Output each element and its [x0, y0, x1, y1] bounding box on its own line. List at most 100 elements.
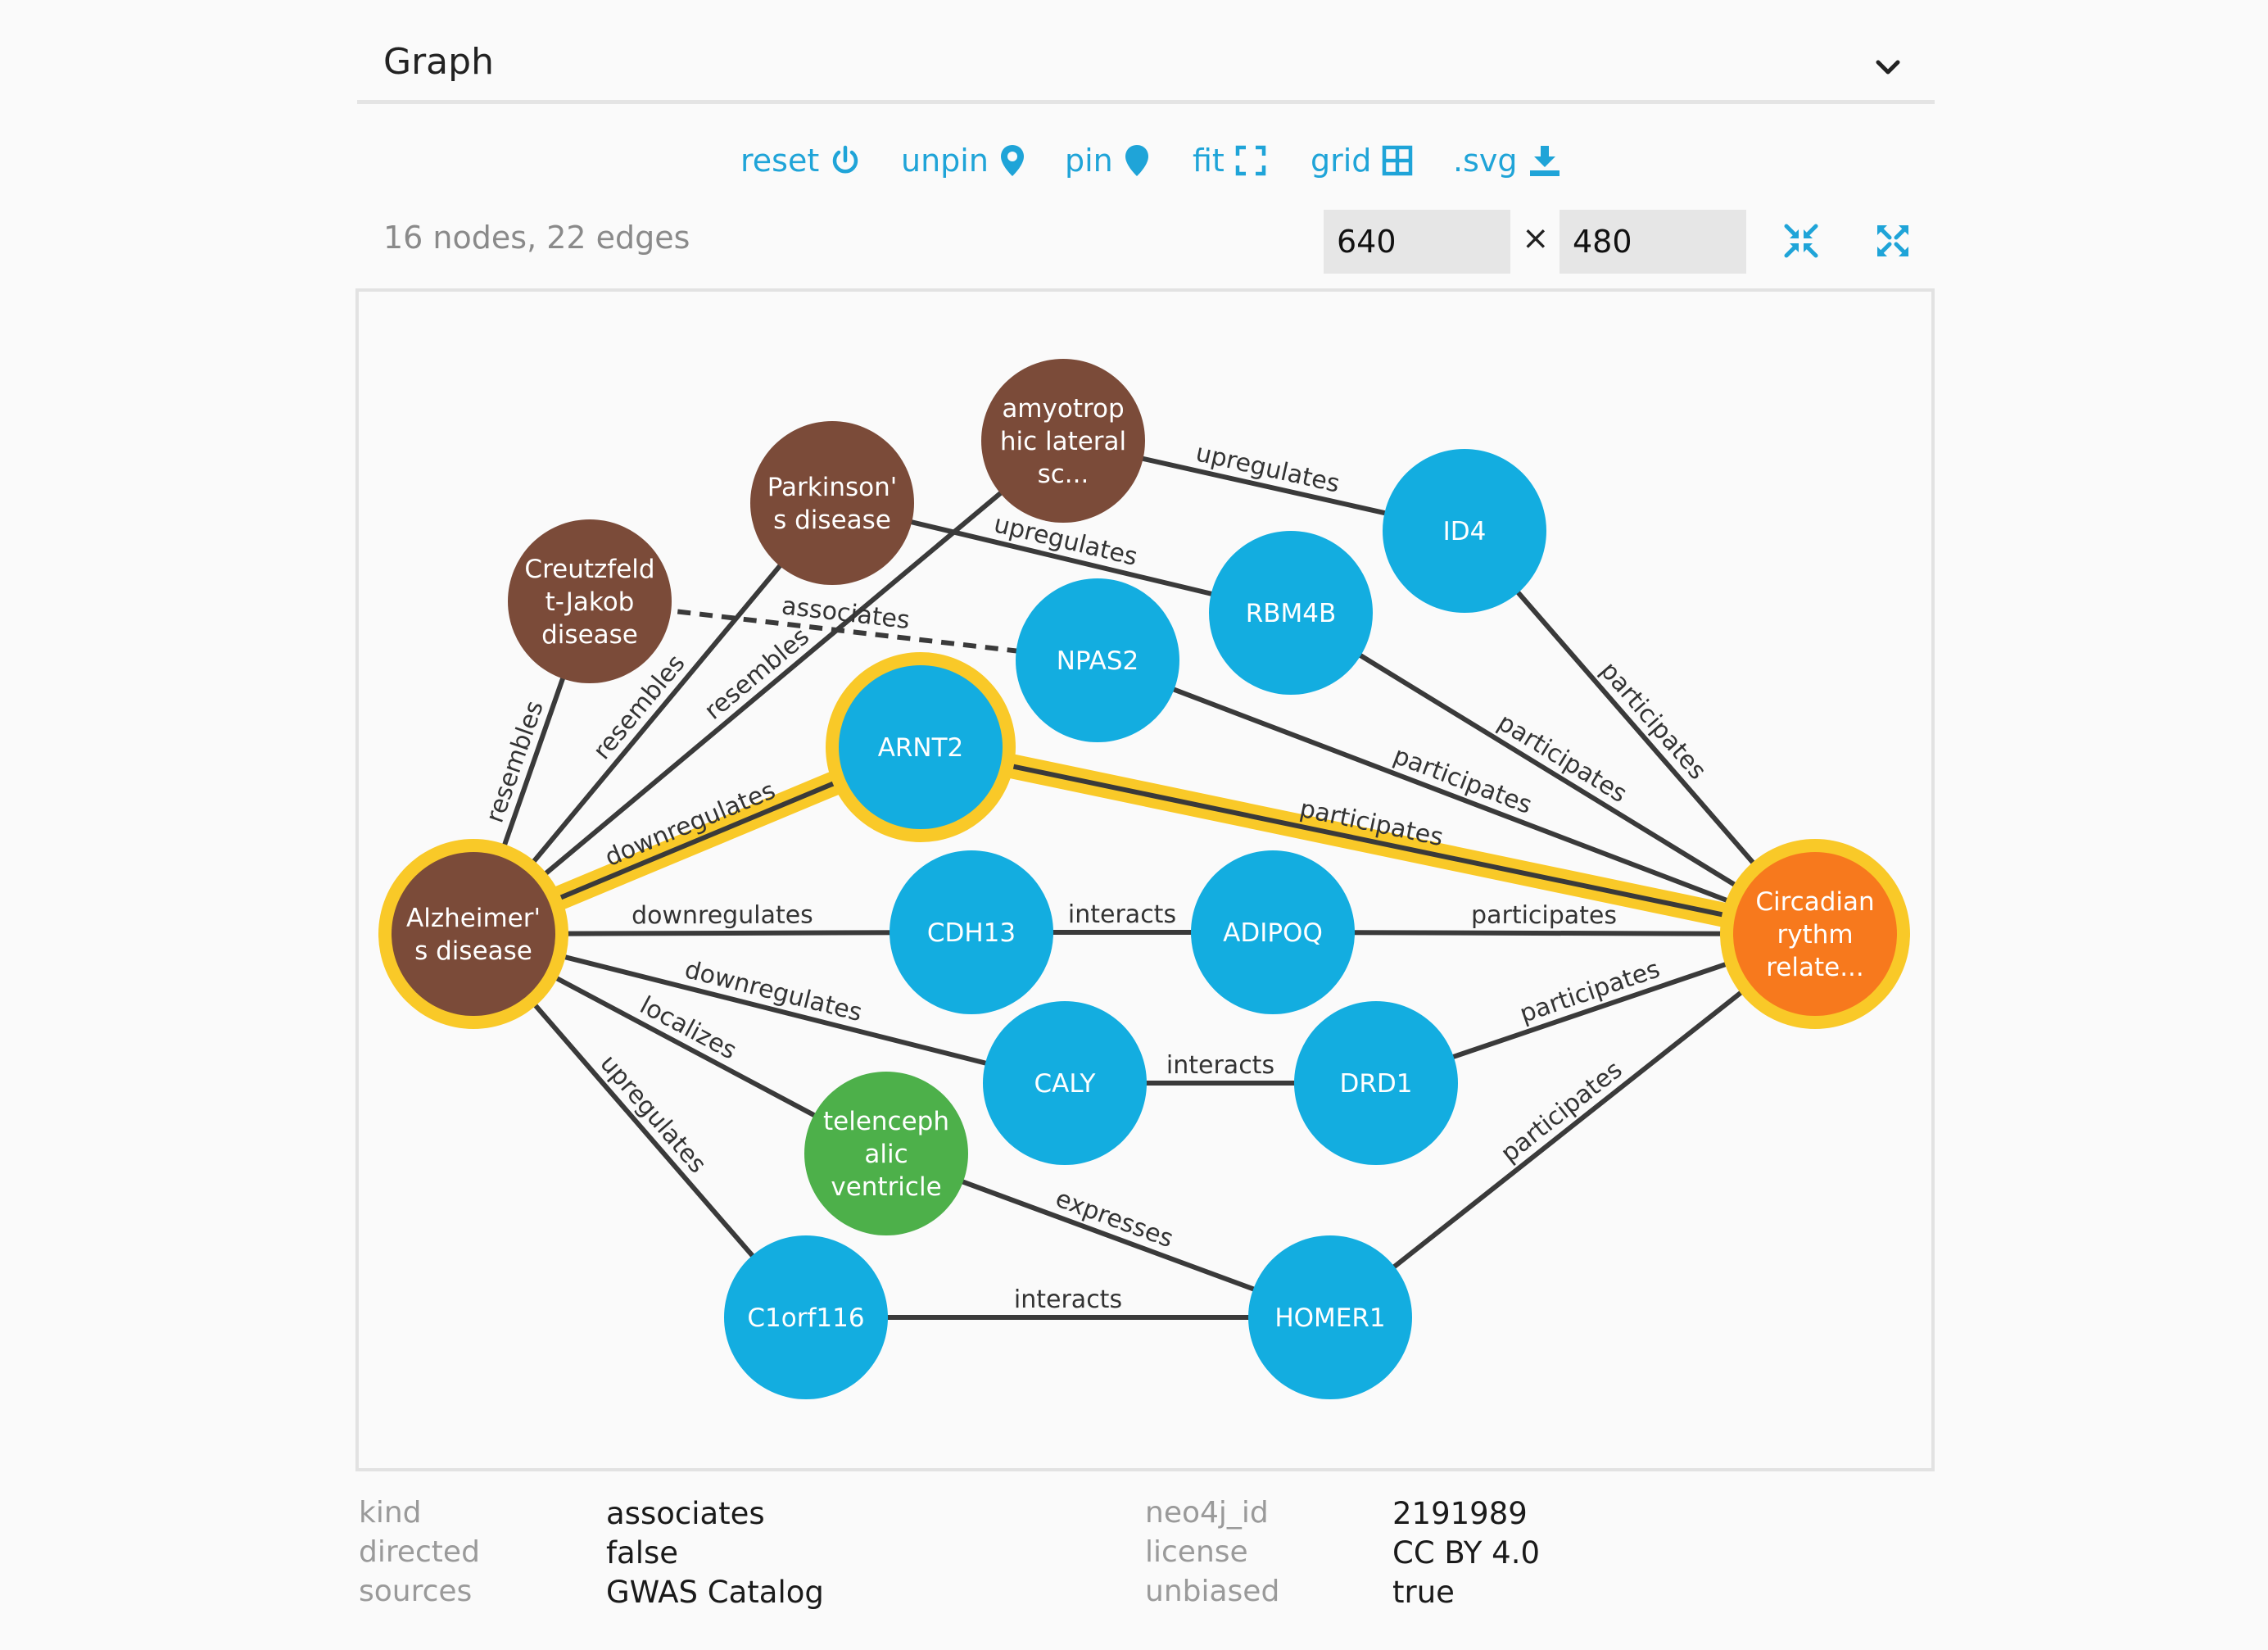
edge-label: participates	[1595, 656, 1712, 785]
node-drd1[interactable]: DRD1	[1294, 1001, 1458, 1165]
power-icon	[833, 145, 858, 174]
node-caly[interactable]: CALY	[983, 1001, 1147, 1165]
graph-stats: 16 nodes, 22 edges	[383, 220, 690, 256]
edge-label: upregulates	[1193, 438, 1342, 498]
edge-arnt2-circ[interactable]	[908, 735, 1827, 946]
section-title: Graph	[383, 41, 494, 83]
node-label: ARNT2	[878, 733, 964, 763]
edge-label: interacts	[1068, 900, 1176, 929]
prop-value-license: CC BY 4.0	[1392, 1535, 1540, 1571]
unpin-label: unpin	[901, 143, 989, 179]
prop-value-unbiased: true	[1392, 1575, 1455, 1610]
prop-value-sources: GWAS Catalog	[606, 1575, 824, 1610]
edge-cjd-npas2[interactable]	[589, 599, 1098, 663]
edge-rbm4b-circ[interactable]	[1289, 610, 1817, 936]
node-label: disease	[541, 620, 638, 650]
download-icon	[1529, 146, 1560, 176]
header-divider	[357, 100, 1935, 104]
node-label: Creutzfeld	[524, 555, 654, 584]
node-cdh13[interactable]: CDH13	[890, 850, 1053, 1014]
node-label: C1orf116	[747, 1303, 864, 1333]
node-label: alic	[864, 1140, 908, 1169]
map-pin-icon	[1125, 145, 1148, 176]
node-label: telenceph	[823, 1107, 949, 1136]
edge-alzheimer-als[interactable]	[472, 438, 1065, 936]
node-arnt2[interactable]: ARNT2	[826, 652, 1016, 842]
prop-value-neo4j-id: 2191989	[1392, 1496, 1528, 1531]
pin-button[interactable]: pin	[1065, 138, 1151, 184]
node-label: RBM4B	[1246, 599, 1337, 628]
node-npas2[interactable]: NPAS2	[1016, 578, 1179, 742]
node-parkinson[interactable]: Parkinson' s disease	[750, 421, 914, 585]
node-label: Circadian	[1755, 887, 1874, 917]
height-input[interactable]	[1560, 210, 1746, 274]
node-label: rythm	[1777, 920, 1853, 950]
times-sign: ×	[1522, 220, 1550, 257]
grid-label: grid	[1311, 143, 1372, 179]
graph-canvas[interactable]: upregulatesupregulatesassociatesresemble…	[355, 288, 1935, 1471]
grid-button[interactable]: grid	[1311, 138, 1414, 184]
node-homer1[interactable]: HOMER1	[1248, 1235, 1412, 1399]
fit-button[interactable]: fit	[1193, 138, 1267, 184]
grid-icon	[1383, 145, 1413, 176]
reset-button[interactable]: reset	[740, 138, 862, 184]
node-label: t-Jakob	[545, 587, 635, 617]
node-label: CALY	[1034, 1069, 1096, 1099]
edge-alzheimer-caly[interactable]	[473, 932, 1066, 1086]
expand-icon[interactable]	[1875, 223, 1911, 259]
node-label: DRD1	[1339, 1069, 1412, 1099]
node-label: sc...	[1038, 460, 1089, 489]
prop-key-directed: directed	[359, 1535, 480, 1569]
node-label: relate...	[1766, 953, 1864, 982]
edge-label: resembles	[699, 622, 815, 725]
export-svg-button[interactable]: .svg	[1453, 138, 1562, 184]
chevron-down-icon[interactable]	[1872, 51, 1904, 84]
edge-homer1-circ[interactable]	[1329, 932, 1817, 1320]
export-svg-label: .svg	[1453, 143, 1518, 179]
map-pin-outline-icon	[1000, 145, 1024, 176]
edge-label: participates	[1471, 901, 1617, 931]
node-label: HOMER1	[1274, 1303, 1385, 1333]
node-label: amyotrop	[1002, 394, 1124, 424]
node-label: ID4	[1443, 517, 1487, 546]
width-input[interactable]	[1324, 210, 1510, 274]
node-als[interactable]: amyotrop hic lateral sc...	[981, 359, 1145, 523]
node-alzheimer[interactable]: Alzheimer' s disease	[378, 839, 568, 1029]
edge-label: upregulates	[594, 1049, 712, 1179]
edge-label: resembles	[481, 697, 550, 827]
node-label: hic lateral	[1000, 427, 1126, 456]
node-id4[interactable]: ID4	[1383, 449, 1546, 613]
prop-value-kind: associates	[606, 1496, 765, 1531]
prop-key-kind: kind	[359, 1496, 422, 1530]
node-label: ADIPOQ	[1223, 918, 1323, 948]
prop-value-directed: false	[606, 1535, 679, 1571]
prop-key-license: license	[1145, 1535, 1248, 1569]
edge-label: interacts	[1014, 1285, 1122, 1314]
node-label: CDH13	[927, 918, 1016, 948]
fit-frame-icon	[1235, 145, 1266, 176]
edge-npas2-circ[interactable]	[1096, 658, 1817, 936]
prop-key-neo4j-id: neo4j_id	[1145, 1496, 1269, 1530]
node-c1orf116[interactable]: C1orf116	[724, 1235, 888, 1399]
node-label: ventricle	[831, 1172, 941, 1202]
prop-key-sources: sources	[359, 1575, 473, 1608]
edge-label: interacts	[1166, 1051, 1274, 1080]
prop-key-unbiased: unbiased	[1145, 1575, 1280, 1608]
node-telen[interactable]: telenceph alic ventricle	[804, 1072, 968, 1235]
edge-label: participates	[1496, 1055, 1627, 1168]
shrink-icon[interactable]	[1783, 223, 1819, 259]
fit-label: fit	[1193, 143, 1225, 179]
node-label: NPAS2	[1057, 646, 1139, 676]
node-label: s disease	[773, 505, 891, 535]
node-rbm4b[interactable]: RBM4B	[1209, 531, 1373, 695]
node-label: Alzheimer'	[406, 904, 541, 933]
edge-label: downregulates	[632, 901, 813, 931]
node-label: Parkinson'	[767, 473, 898, 502]
node-label: s disease	[414, 936, 532, 966]
reset-label: reset	[740, 143, 820, 179]
node-adipoq[interactable]: ADIPOQ	[1191, 850, 1355, 1014]
pin-label: pin	[1065, 143, 1113, 179]
unpin-button[interactable]: unpin	[901, 138, 1026, 184]
